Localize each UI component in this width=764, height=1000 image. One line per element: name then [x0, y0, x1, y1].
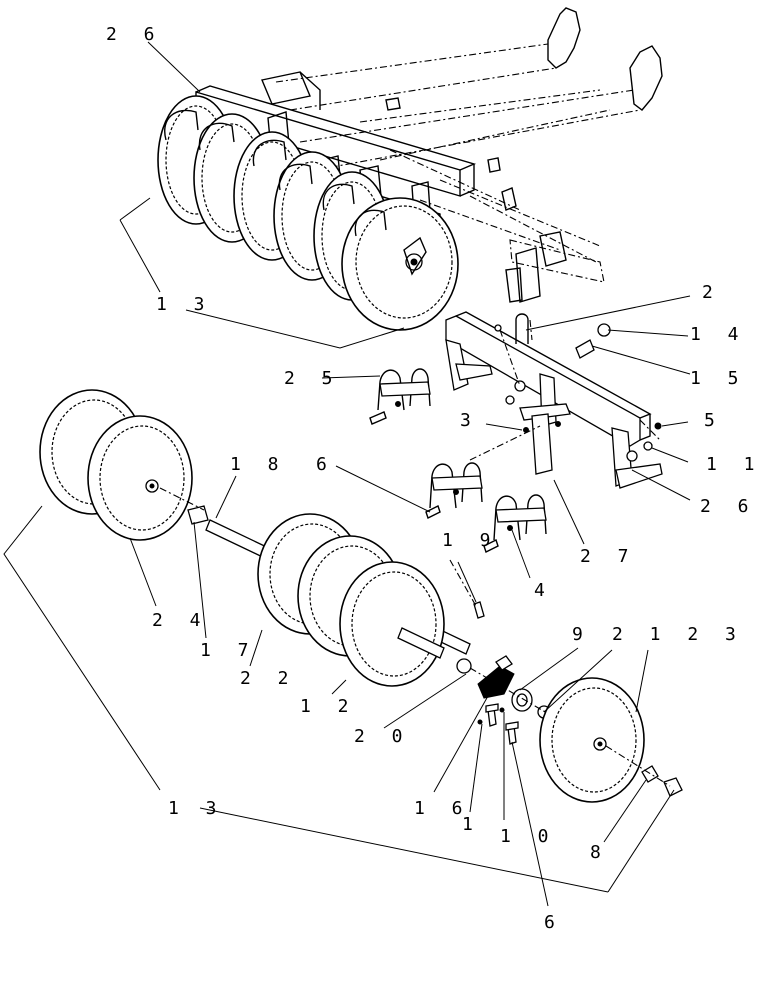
callout-26-top: 2 6 — [106, 24, 163, 45]
callout-19: 1 9 — [442, 530, 499, 551]
callout-1: 1 — [462, 814, 481, 835]
callout-13-top: 1 3 — [156, 294, 213, 315]
callout-3: 3 — [460, 410, 479, 431]
top-wheel-gang — [157, 95, 459, 331]
callout-21-23: 2 1 2 3 — [612, 624, 744, 645]
callout-20: 2 0 — [354, 726, 411, 747]
tool-bar-bracket — [445, 311, 663, 489]
wheel-pair-24 — [39, 389, 209, 541]
callout-11: 1 1 — [706, 454, 763, 475]
callout-9: 9 — [572, 624, 591, 645]
callout-2: 2 — [702, 282, 721, 303]
callout-25: 2 5 — [284, 368, 341, 389]
scraper-hoops — [369, 368, 547, 553]
callout-22: 2 2 — [240, 668, 297, 689]
callout-14: 1 4 — [690, 324, 747, 345]
callout-labels: 2 6 1 3 2 1 4 1 5 2 5 3 5 1 1 6 1 8 2 6 … — [106, 24, 763, 933]
callout-24: 2 4 — [152, 610, 209, 631]
end-wheel — [539, 677, 683, 803]
callout-16: 1 6 — [414, 798, 471, 819]
leader-lines — [3, 41, 691, 907]
callout-5: 5 — [704, 410, 723, 431]
callout-26-right: 2 6 — [700, 496, 757, 517]
callout-13-bottom: 1 3 — [168, 798, 225, 819]
callout-8: 8 — [590, 842, 609, 863]
callout-10: 1 0 — [500, 826, 557, 847]
callout-15: 1 5 — [690, 368, 747, 389]
callout-12: 1 2 — [300, 696, 357, 717]
callout-17: 1 7 — [200, 640, 257, 661]
callout-6-mid: 6 — [316, 454, 335, 475]
wheel-gang-22 — [257, 513, 485, 687]
callout-18: 1 8 — [230, 454, 287, 475]
callout-27: 2 7 — [580, 546, 637, 567]
callout-6-bottom: 6 — [544, 912, 563, 933]
callout-4: 4 — [534, 580, 553, 601]
